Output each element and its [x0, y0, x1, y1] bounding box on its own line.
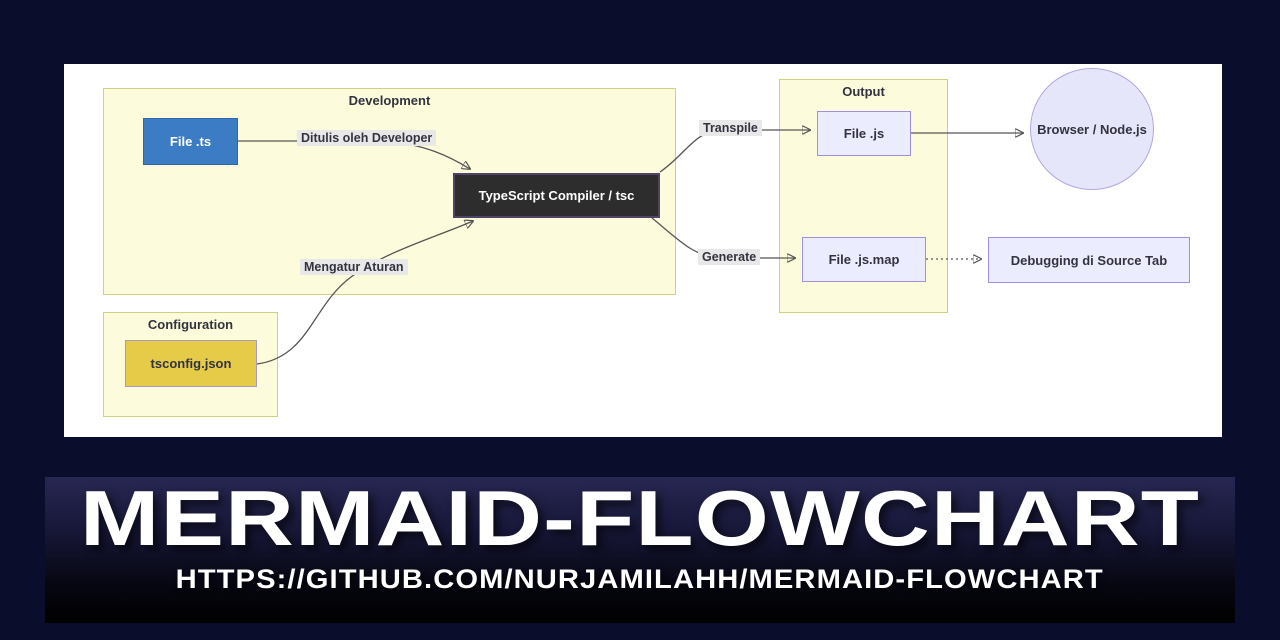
node-tsconfig-json-label: tsconfig.json — [150, 356, 232, 371]
edge-tsconfig-to-compiler — [256, 221, 473, 365]
node-debugging-source-tab: Debugging di Source Tab — [988, 237, 1190, 283]
flowchart-panel: Development Configuration Output File .t… — [64, 64, 1222, 437]
node-file-js-label: File .js — [843, 126, 885, 141]
edge-label-mengatur-aturan: Mengatur Aturan — [300, 259, 408, 275]
edge-label-generate: Generate — [698, 249, 761, 265]
node-typescript-compiler: TypeScript Compiler / tsc — [453, 173, 660, 218]
node-typescript-compiler-label: TypeScript Compiler / tsc — [478, 188, 635, 203]
node-tsconfig-json: tsconfig.json — [125, 340, 257, 387]
node-file-js-map-label: File .js.map — [828, 252, 900, 267]
subgraph-development-title: Development — [348, 93, 431, 108]
node-browser-nodejs-label: Browser / Node.js — [1037, 121, 1147, 137]
node-browser-nodejs: Browser / Node.js — [1030, 68, 1154, 190]
node-file-js: File .js — [817, 111, 911, 156]
subgraph-configuration-title: Configuration — [147, 317, 234, 332]
edge-compiler-to-filejs — [659, 130, 810, 173]
poster-github-url: HTTPS://GITHUB.COM/NURJAMILAHH/MERMAID-F… — [175, 563, 1105, 594]
footer-banner: MERMAID-FLOWCHART HTTPS://GITHUB.COM/NUR… — [45, 477, 1235, 623]
subgraph-output-title: Output — [842, 84, 885, 99]
poster-title: MERMAID-FLOWCHART — [79, 474, 1201, 562]
edge-label-transpile: Transpile — [699, 120, 762, 136]
node-file-ts-label: File .ts — [169, 134, 212, 149]
edge-label-ditulis-oleh-developer: Ditulis oleh Developer — [297, 130, 437, 146]
node-file-js-map: File .js.map — [802, 237, 926, 282]
node-debugging-source-tab-label: Debugging di Source Tab — [1010, 252, 1168, 268]
node-file-ts: File .ts — [143, 118, 238, 165]
